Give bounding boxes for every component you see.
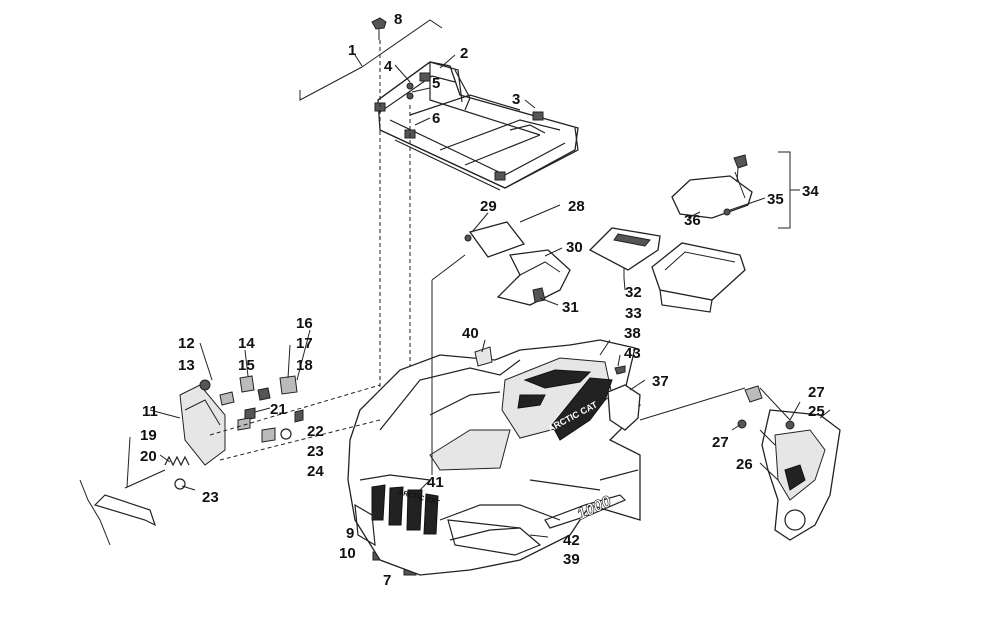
- screw-27a: [785, 420, 795, 430]
- lid-34: [671, 154, 753, 219]
- callout-29: 29: [480, 198, 497, 215]
- decal-40: [474, 346, 493, 367]
- callout-30: 30: [566, 239, 583, 256]
- callout-1: 1: [348, 42, 356, 59]
- clip-43: [614, 365, 626, 375]
- headlight-11: [179, 384, 226, 466]
- panel-28: [464, 221, 526, 258]
- callout-15: 15: [238, 357, 255, 374]
- callout-5: 5: [432, 75, 440, 92]
- callout-28: 28: [568, 198, 585, 215]
- callout-27b: 27: [712, 434, 729, 451]
- callout-38: 38: [624, 325, 641, 342]
- callout-23b: 23: [202, 489, 219, 506]
- callout-13: 13: [178, 357, 195, 374]
- callout-7: 7: [383, 572, 391, 589]
- callout-20: 20: [140, 448, 157, 465]
- tray-32: [588, 227, 661, 278]
- callout-32: 32: [625, 284, 642, 301]
- callout-10: 10: [339, 545, 356, 562]
- callout-41: 41: [427, 474, 444, 491]
- callout-2: 2: [460, 45, 468, 62]
- side-panel-26: [759, 409, 841, 541]
- screw-27b: [737, 419, 747, 429]
- bolt-8: [371, 17, 387, 40]
- grommet-27a: [744, 385, 763, 403]
- callout-12: 12: [178, 335, 195, 352]
- callout-27a: 27: [808, 384, 825, 401]
- front-rack: [299, 19, 579, 191]
- callout-17: 17: [296, 335, 313, 352]
- callout-31: 31: [562, 299, 579, 316]
- callout-8: 8: [394, 11, 402, 28]
- callout-21: 21: [270, 401, 287, 418]
- callout-42: 42: [563, 532, 580, 549]
- callout-18: 18: [296, 357, 313, 374]
- callout-16: 16: [296, 315, 313, 332]
- callout-3: 3: [512, 91, 520, 108]
- front-body: ARCTIC CAT 1000 ARCTIC CAT: [347, 339, 641, 576]
- callout-24: 24: [307, 463, 324, 480]
- callout-22: 22: [307, 423, 324, 440]
- leader-lines: [126, 54, 831, 538]
- callout-9: 9: [346, 525, 354, 542]
- callout-14: 14: [238, 335, 255, 352]
- callout-6: 6: [432, 110, 440, 127]
- callout-11: 11: [142, 403, 158, 420]
- callout-23a: 23: [307, 443, 324, 460]
- bracket-38: [607, 384, 641, 431]
- callout-33: 33: [625, 305, 642, 322]
- callout-36: 36: [684, 212, 701, 229]
- callout-25: 25: [808, 403, 825, 420]
- callout-labels: 1 2 3 4 5 6 7 8 9 10 11 12 13 14 15 16 1…: [140, 11, 825, 589]
- callout-40: 40: [462, 325, 479, 342]
- bracket-30: [496, 249, 571, 306]
- callout-39: 39: [563, 551, 580, 568]
- callout-4: 4: [384, 58, 393, 75]
- bin-33: [651, 242, 746, 313]
- callout-37: 37: [652, 373, 669, 390]
- callout-19: 19: [140, 427, 157, 444]
- callout-43: 43: [624, 345, 641, 362]
- callout-26: 26: [736, 456, 753, 473]
- callout-34: 34: [802, 183, 819, 200]
- callout-35: 35: [767, 191, 784, 208]
